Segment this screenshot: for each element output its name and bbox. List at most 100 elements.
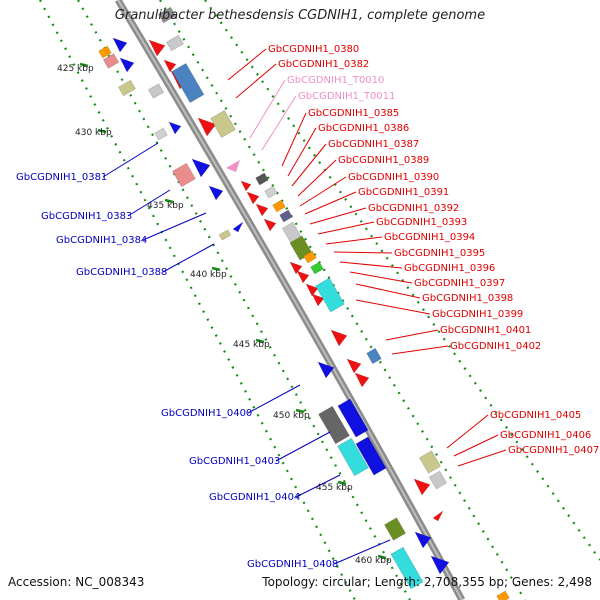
label-leader-line [281,112,307,167]
accession-value: NC_008343 [75,575,145,589]
kbp-tick-mark [295,408,305,414]
accession-label: Accession: [8,575,72,589]
guide-line-outer-right [204,0,600,561]
forward-gene-arrow [432,510,444,522]
reverse-gene-arrow [414,531,432,549]
forward-gene-arrow [246,191,260,205]
label-leader-line [333,539,391,565]
gene-label-reverse: GbCGDNIH1_0400 [161,408,252,419]
label-leader-line [453,434,499,457]
gene-label-reverse: GbCGDNIH1_0403 [189,456,280,467]
genes-label: Genes: [511,575,554,589]
forward-gene-arrow [255,203,269,217]
topology-value: circular; [322,575,371,589]
gene-block-cyan [337,437,369,477]
label-leader-line [297,159,337,197]
gene-block-reverse-blue [337,398,369,438]
kbp-tick-mark [79,62,89,68]
label-leader-line [457,449,507,467]
reverse-gene-arrow [430,555,450,575]
gene-block-lightgray [264,185,278,199]
rna-gene-marker [226,160,240,172]
gene-block-pink [102,53,120,69]
forward-gene-arrow [263,218,277,232]
label-leader-line [304,191,357,215]
label-leader-line [446,414,489,449]
reverse-gene-arrow [112,37,128,53]
reverse-gene-arrow [317,361,335,379]
forward-gene-arrow [305,283,319,297]
gene-label-reverse: GbCGDNIH1_0383 [41,211,132,222]
gene-label-forward: GbCGDNIH1_T0010 [287,75,384,86]
gene-label-forward: GbCGDNIH1_0386 [318,123,409,134]
gene-block-khaki [218,229,232,241]
kbp-tick-mark [164,198,174,204]
label-leader-line [317,221,375,235]
gene-label-forward: GbCGDNIH1_0397 [414,278,505,289]
label-leader-line [339,261,403,269]
gene-block-slate [279,209,293,223]
genome-backbone [114,0,466,600]
label-leader-line [355,283,421,299]
genes-value: 2,498 [557,575,592,589]
gene-label-forward: GbCGDNIH1_0385 [308,108,399,119]
gene-label-reverse: GbCGDNIH1_0384 [56,235,147,246]
label-leader-line [333,251,393,254]
forward-gene-arrow [197,117,217,137]
gene-block-orange [303,250,317,264]
gene-label-forward: GbCGDNIH1_0407 [508,445,599,456]
label-leader-line [227,48,267,81]
gene-block-lightgray [428,470,448,490]
length-value: 2,708,355 bp; [423,575,509,589]
gene-block-lightgray [166,34,184,52]
reverse-gene-arrow [191,158,211,178]
kbp-tick-mark [377,554,387,560]
kbp-tick-label: 440 kbp [190,270,227,280]
label-leader-line [102,142,159,178]
gene-label-reverse: GbCGDNIH1_0381 [16,172,107,183]
gene-block-khaki [419,450,441,474]
label-leader-line [275,431,331,462]
label-leader-line [162,243,215,273]
label-leader-line [261,95,297,151]
forward-gene-arrow [330,329,348,347]
gene-label-forward: GbCGDNIH1_0380 [268,44,359,55]
genome-stats: Topology: circular; Length: 2,708,355 bp… [262,575,592,589]
label-leader-line [391,345,449,355]
gene-block-reverse-blue [355,436,387,476]
label-leader-line [299,176,347,207]
gene-block-orange [98,45,112,59]
gene-label-forward: GbCGDNIH1_0395 [394,248,485,259]
gene-block-gray [158,6,176,24]
gene-label-forward: GbCGDNIH1_0406 [500,430,591,441]
topology-label: Topology: [262,575,319,589]
label-leader-line [247,384,301,414]
gene-label-forward: GbCGDNIH1_0398 [422,293,513,304]
gene-label-reverse: GbCGDNIH1_0404 [209,492,300,503]
gene-label-forward: GbCGDNIH1_0399 [432,309,523,320]
kbp-tick-label: 435 kbp [147,201,184,211]
forward-gene-arrow [311,293,325,307]
label-leader-line [309,207,367,225]
gene-block-orange [272,199,286,213]
gene-block-lightgray [154,127,168,141]
label-leader-line [235,63,277,99]
label-leader-line [142,212,207,241]
reverse-gene-arrow [119,57,135,73]
forward-gene-arrow [354,372,370,388]
gene-block-lightgray [147,83,165,99]
gene-label-forward: GbCGDNIH1_0390 [348,172,439,183]
gene-block-darkgray [318,405,350,445]
gene-block-khaki [210,110,236,138]
accession-info: Accession: NC_008343 [8,575,144,589]
kbp-tick-label: 430 kbp [75,128,112,138]
kbp-tick-mark [97,128,107,134]
forward-gene-arrow [163,59,177,73]
label-leader-line [349,271,413,284]
label-leader-line [355,299,431,315]
gene-block-blue [171,63,205,103]
reverse-gene-arrow [232,221,244,233]
gene-label-forward: GbCGDNIH1_T0011 [298,91,395,102]
label-leader-line [287,127,317,177]
